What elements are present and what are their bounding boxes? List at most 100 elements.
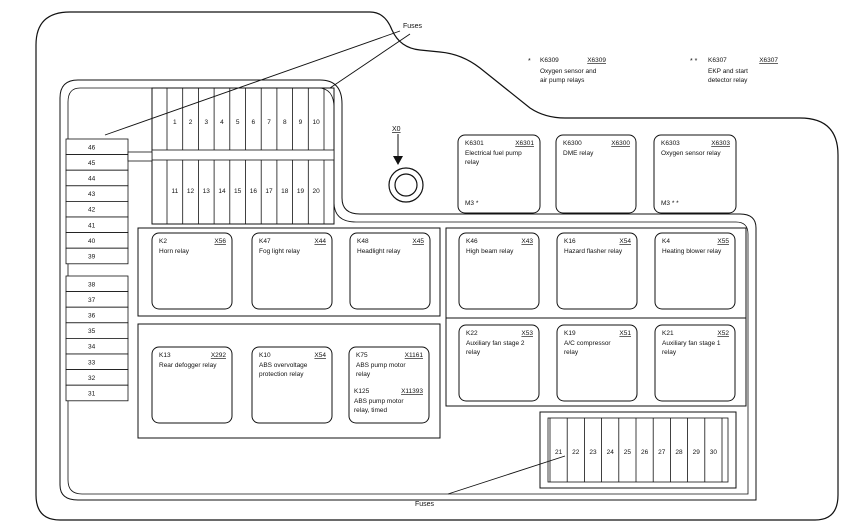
relay-label: Heating blower relay	[662, 248, 722, 255]
fuse-38: 38	[88, 281, 96, 288]
fuse-20: 20	[313, 188, 321, 195]
relay-code: K16	[564, 238, 576, 245]
relay-connector: X11393	[401, 388, 423, 395]
fuse-33: 33	[88, 359, 96, 366]
legend-code: K6309	[540, 57, 559, 64]
relay-label: DME relay	[563, 150, 594, 157]
relay-connector: X54	[619, 238, 631, 245]
relay-code: K48	[357, 238, 369, 245]
fuse-37: 37	[88, 297, 96, 304]
legend-mark: *	[528, 58, 531, 65]
relay-section-frame	[445, 227, 747, 407]
relay-connector: X6300	[611, 140, 630, 147]
fuse-27: 27	[658, 449, 666, 456]
fuse-4: 4	[220, 119, 224, 126]
relay-label: protection relay	[259, 371, 304, 378]
relay-label: relay	[564, 349, 579, 356]
relay-code: K46	[466, 238, 478, 245]
fuse-6: 6	[252, 119, 256, 126]
relay-label: Oxygen sensor relay	[661, 150, 721, 157]
fuse-5: 5	[236, 119, 240, 126]
fuse-45: 45	[88, 160, 96, 167]
legend-connector: X6309	[587, 57, 606, 64]
fuse-40: 40	[88, 238, 96, 245]
inner-panel-outline	[59, 79, 757, 501]
relay-label: relay	[662, 349, 677, 356]
legend-text: air pump relays	[540, 77, 585, 84]
fuse-14: 14	[218, 188, 226, 195]
fuse-28: 28	[675, 449, 683, 456]
legend-mark: * *	[690, 58, 698, 65]
relay-label: relay	[466, 349, 481, 356]
relay-connector: X51	[619, 330, 631, 337]
relay-connector: X44	[314, 238, 326, 245]
relay-connector: X43	[521, 238, 533, 245]
fuse-44: 44	[88, 176, 96, 183]
fuse-39: 39	[88, 254, 96, 261]
fuse-30: 30	[710, 449, 718, 456]
relay-label: Rear defogger relay	[159, 362, 217, 369]
relay-connector: X292	[211, 352, 227, 359]
fuse-13: 13	[203, 188, 211, 195]
fuse-17: 17	[265, 188, 273, 195]
x0-label: X0	[392, 126, 401, 133]
leader-line	[329, 33, 411, 89]
relay-footnote: M3 * *	[661, 200, 679, 207]
relay-label: Headlight relay	[357, 248, 401, 255]
relay-label: relay	[356, 371, 371, 378]
fuse-35: 35	[88, 328, 96, 335]
fuse-12: 12	[187, 188, 195, 195]
fuse-23: 23	[589, 449, 597, 456]
relay-label: Horn relay	[159, 248, 190, 255]
fuse-3: 3	[204, 119, 208, 126]
relay-code: K6303	[661, 140, 680, 147]
relay-code: K22	[466, 330, 478, 337]
fuse-41: 41	[88, 222, 96, 229]
leader-line	[447, 455, 566, 495]
fuse-29: 29	[693, 449, 701, 456]
relay-code: K19	[564, 330, 576, 337]
relay-label: Electrical fuel pump	[465, 150, 522, 157]
relay-code: K6300	[563, 140, 582, 147]
relay-connector: X6301	[515, 140, 534, 147]
fuse-25: 25	[624, 449, 632, 456]
fuse-43: 43	[88, 191, 96, 198]
fuse-18: 18	[281, 188, 289, 195]
fuse-26: 26	[641, 449, 649, 456]
relay-label: ABS pump motor	[356, 362, 406, 369]
relay-label: High beam relay	[466, 248, 514, 255]
relay-label: Auxiliary fan stage 1	[662, 340, 721, 347]
relay-label: relay	[465, 159, 480, 166]
fuse-11: 11	[171, 188, 178, 195]
inner-panel-inner-line	[67, 87, 749, 495]
legend-code: K6307	[708, 57, 727, 64]
relay-label: A/C compressor	[564, 340, 611, 347]
fuse-31: 31	[88, 391, 96, 398]
fuse-15: 15	[234, 188, 242, 195]
fuse-7: 7	[267, 119, 271, 126]
relay-connector: X45	[412, 238, 424, 245]
relay-label: ABS overvoltage	[259, 362, 308, 369]
relay-code: K4	[662, 238, 670, 245]
relay-label: ABS pump motor	[354, 398, 404, 405]
relay-section-frame	[137, 227, 441, 317]
fuse-2: 2	[189, 119, 193, 126]
relay-connector: X53	[521, 330, 533, 337]
fuse-9: 9	[299, 119, 303, 126]
fuse-34: 34	[88, 344, 96, 351]
relay-connector: X1161	[405, 352, 424, 359]
fuses-label-bottom: Fuses	[415, 501, 435, 508]
